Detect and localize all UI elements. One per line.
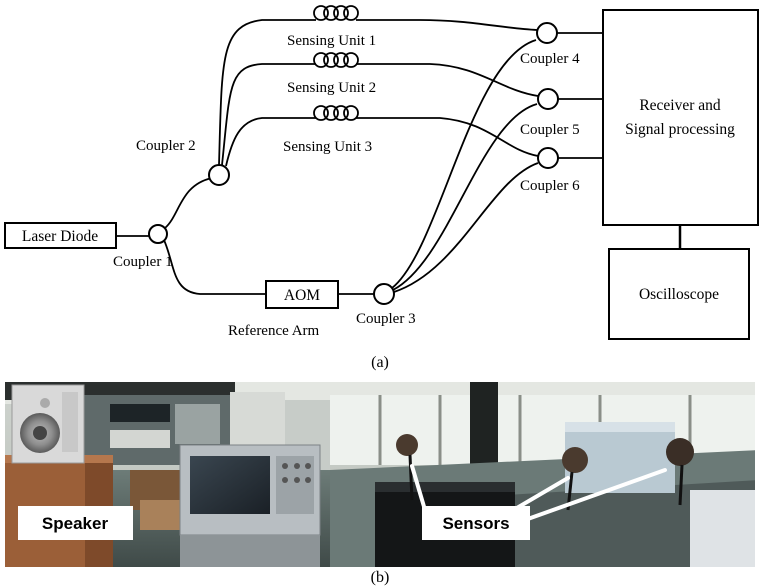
coupler-2-label: Coupler 2 [136,138,196,154]
coupler-4-label: Coupler 4 [520,51,580,67]
coupler-3-label: Coupler 3 [356,311,416,327]
sensing-unit-2-label: Sensing Unit 2 [287,80,376,96]
laser-diode-box: Laser Diode [4,222,117,249]
caption-a: (a) [371,354,389,371]
aom-label: AOM [284,287,320,304]
coupler-5-label: Coupler 5 [520,122,580,138]
schematic-diagram: Laser Diode Coupler 1 Coupler 2 Sensing … [4,5,759,371]
fiber-sensing-unit-1-to-coupler4 [356,19,538,31]
reference-arm-label: Reference Arm [228,323,320,339]
fiber-sensing-unit-2-to-coupler5 [356,63,539,97]
speaker-device [11,384,85,464]
caption-b: (b) [371,569,390,586]
sensors-tag: Sensors [422,506,530,540]
coupler-5 [537,88,559,110]
sensing-unit-3-label: Sensing Unit 3 [283,139,372,155]
aom-box: AOM [265,280,339,309]
fiber-coupler3-to-coupler5 [392,103,538,291]
sensor-mount-1 [396,434,418,501]
sensing-unit-1-label: Sensing Unit 1 [287,33,376,49]
fiber-sensing-unit-3-to-coupler6 [356,117,539,157]
coupler-6-label: Coupler 6 [520,178,580,194]
fiber-to-sensing-unit-3 [225,117,316,167]
speaker-tag: Speaker [18,506,133,540]
coupler-6 [537,147,559,169]
sensing-unit-3-coil [313,105,359,121]
oscilloscope-box: Oscilloscope [608,248,750,340]
fiber-coupler1-to-coupler2 [164,177,213,229]
coupler-2 [208,164,230,186]
fiber-coupler1-to-aom [163,239,266,295]
fiber-coupler3-to-coupler4 [391,39,537,289]
receiver-box: Receiver and Signal processing [602,9,759,226]
coupler-3 [373,283,395,305]
speaker-tag-label: Speaker [42,514,109,533]
sensors-tag-label: Sensors [442,514,509,533]
receiver-label-line1: Receiver and [639,97,721,114]
fiber-to-sensing-unit-2 [221,63,316,166]
sensor-mount-3 [666,438,694,506]
lab-photo: Speaker Sensors (b) [5,382,755,586]
coupler-1 [148,224,168,244]
sensing-unit-2-coil [313,52,359,68]
receiver-label-line2: Signal processing [625,121,735,138]
fiber-coupler3-to-coupler6 [393,162,539,293]
fiber-to-sensing-unit-1 [218,19,316,166]
coupler-1-label: Coupler 1 [113,254,173,270]
coupler-4 [536,22,558,44]
oscilloscope-device [179,444,321,567]
oscilloscope-label: Oscilloscope [639,286,719,303]
laser-diode-label: Laser Diode [22,228,98,245]
sensing-unit-1-coil [313,5,359,21]
